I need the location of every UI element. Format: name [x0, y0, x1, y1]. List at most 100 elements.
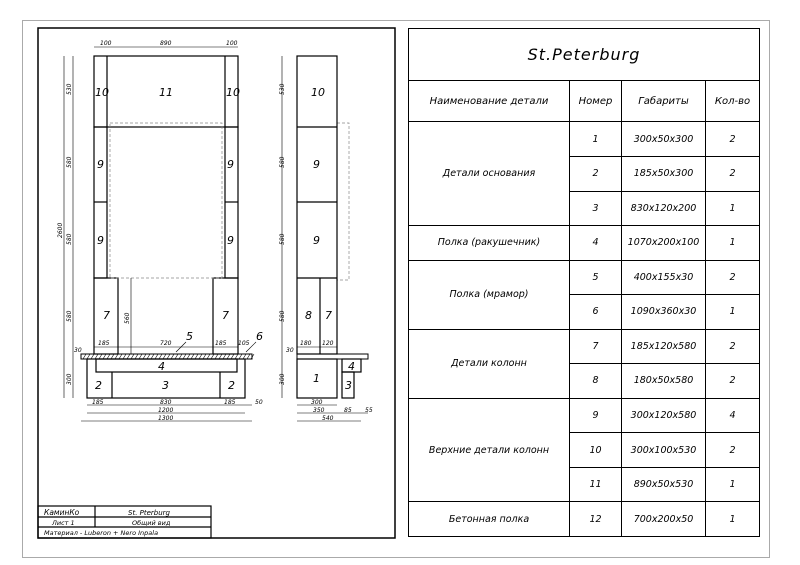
dim-text: 100: [100, 40, 112, 47]
hatch-line: [98, 353, 103, 360]
hatch-line: [250, 353, 255, 360]
dim-text: 720: [160, 340, 172, 347]
dim-text: 540: [322, 415, 334, 422]
dimensions-cell: 400x155x30: [621, 259, 706, 296]
hatch-line: [186, 353, 191, 360]
part-number-cell: 5: [569, 259, 622, 296]
callout-number: 5: [186, 330, 193, 343]
hatch-line: [138, 353, 143, 360]
hatch-line: [218, 353, 223, 360]
hatch-line: [238, 353, 243, 360]
part-number: 2: [228, 379, 235, 392]
dimensions-cell: 185x120x580: [621, 328, 706, 365]
quantity-cell: 1: [705, 190, 760, 227]
quantity-cell: 2: [705, 363, 760, 399]
dim-text: 2600: [57, 223, 64, 238]
part-number: 1: [313, 372, 320, 385]
dim-text: 185: [98, 340, 110, 347]
hatch-line: [214, 353, 219, 360]
quantity-cell: 1: [705, 501, 760, 537]
dim-text: 50: [255, 399, 263, 406]
part-number: 9: [97, 234, 104, 247]
header-number: Номер: [569, 79, 622, 123]
hatch-line: [122, 353, 127, 360]
part-number: 9: [227, 158, 234, 171]
dimensions-cell: 1070x200x100: [621, 225, 706, 261]
dim-text: 185: [215, 340, 227, 347]
part-number: 3: [345, 379, 352, 392]
sheet-number: Лист 1: [51, 519, 75, 527]
hatch-line: [210, 353, 215, 360]
dim-text: 100: [226, 40, 238, 47]
quantity-cell: 2: [705, 328, 760, 365]
hatch-line: [106, 353, 111, 360]
hatch-line: [226, 353, 231, 360]
quantity-cell: 2: [705, 156, 760, 192]
part-number: 7: [222, 309, 229, 322]
hatch-line: [198, 353, 203, 360]
hatch-line: [166, 353, 171, 360]
dim-text: 580: [279, 310, 286, 322]
dim-text: 560: [124, 312, 131, 324]
part-number-cell: 3: [569, 190, 622, 227]
part-number: 9: [313, 234, 320, 247]
hatch-line: [194, 353, 199, 360]
shelf-hatching: [82, 353, 255, 360]
hatch-line: [142, 353, 147, 360]
hatch-line: [118, 353, 123, 360]
hatch-line: [174, 353, 179, 360]
header-quantity: Кол-во: [705, 79, 760, 123]
quantity-cell: 4: [705, 397, 760, 434]
part-number-cell: 12: [569, 501, 622, 537]
quantity-cell: 2: [705, 259, 760, 296]
dim-text: 185: [92, 399, 104, 406]
quantity-cell: 2: [705, 432, 760, 468]
part-number-cell: 4: [569, 225, 622, 261]
project-name: St. Pterburg: [128, 509, 171, 517]
part-group-name: Полка (мрамор): [408, 259, 570, 330]
quantity-cell: 1: [705, 225, 760, 261]
hatch-line: [182, 353, 187, 360]
part-group-name: Бетонная полка: [408, 501, 570, 537]
dimensions-cell: 300x120x580: [621, 397, 706, 434]
part-number: 10: [95, 86, 109, 99]
part-number-cell: 1: [569, 121, 622, 157]
hatch-line: [206, 353, 211, 360]
quantity-cell: 1: [705, 294, 760, 330]
dimensions-cell: 300x50x300: [621, 121, 706, 157]
part-number-cell: 9: [569, 397, 622, 434]
hatch-line: [246, 353, 251, 360]
quantity-cell: 1: [705, 466, 760, 503]
dim-text: 180: [300, 340, 312, 347]
hatch-line: [242, 353, 247, 360]
dim-text: 830: [160, 399, 172, 406]
part-number: 10: [311, 86, 325, 99]
hatch-line: [86, 353, 91, 360]
part-number-cell: 7: [569, 328, 622, 365]
quantity-cell: 2: [705, 121, 760, 157]
dim-text: 300: [66, 373, 73, 385]
hatch-line: [114, 353, 119, 360]
part-number: 10: [226, 86, 240, 99]
hatch-line: [230, 353, 235, 360]
part-number-cell: 10: [569, 432, 622, 468]
dim-text: 105: [238, 340, 250, 347]
part-number: 7: [325, 309, 332, 322]
dim-text: 85: [344, 407, 352, 414]
part-group-name: Полка (ракушечник): [408, 225, 570, 261]
dim-text: 1200: [158, 407, 173, 414]
dim-text: 890: [160, 40, 172, 47]
dim-text: 580: [66, 156, 73, 168]
dim-text: 530: [66, 83, 73, 95]
view-name: Общий вид: [132, 519, 171, 527]
spec-table: St.Peterburg Наименование детали Номер Г…: [408, 28, 760, 537]
dim-text: 120: [322, 340, 334, 347]
dim-text: 300: [279, 373, 286, 385]
hatch-line: [110, 353, 115, 360]
hatch-line: [178, 353, 183, 360]
header-dimensions: Габариты: [621, 79, 706, 123]
dim-text: 30: [286, 347, 294, 354]
